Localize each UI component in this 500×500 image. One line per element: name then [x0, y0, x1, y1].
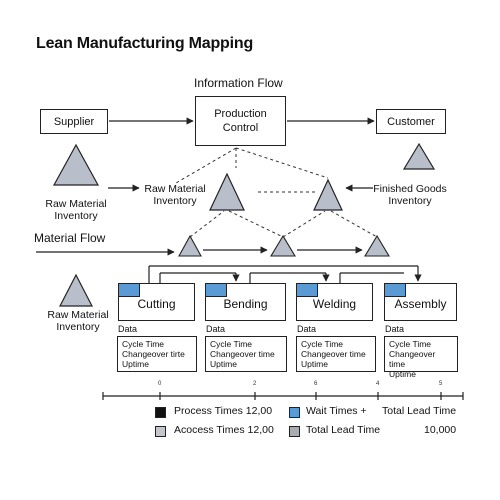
process-header-bar: [119, 284, 140, 297]
data-line: Cycle Time: [122, 339, 165, 349]
data-box-assembly: Cycle Time Changeover time Uptime: [384, 336, 458, 379]
data-box-bending: Cycle Time Changeover time Uptime: [205, 336, 287, 372]
production-control-box: Production Control: [195, 96, 286, 146]
data-line: Changeover time: [389, 349, 436, 369]
data-line: Uptime: [122, 359, 149, 369]
customer-label: Customer: [387, 115, 435, 128]
data-label: Data: [118, 324, 138, 334]
data-label: Data: [206, 324, 226, 334]
finished-goods-label: Finished Goods Inventory: [373, 183, 447, 208]
process-name: Assembly: [394, 297, 447, 311]
supplier-inventory-triangle: [52, 143, 100, 186]
process-name: Cutting: [137, 297, 176, 311]
raw-inventory-center-label: Raw Material Inventory: [144, 183, 206, 208]
supplier-box: Supplier: [40, 109, 108, 134]
process-box-cutting: Cutting: [118, 283, 195, 321]
timeline-tick-label: 4: [376, 381, 380, 387]
total-lead-time-swatch: [289, 426, 300, 437]
data-label: Data: [385, 324, 405, 334]
process-box-bending: Bending: [205, 283, 286, 321]
wip-dashed-line: [330, 210, 378, 238]
customer-box: Customer: [376, 109, 446, 134]
timeline-tick-label: 5: [439, 381, 443, 387]
data-line: Cycle Time: [301, 339, 344, 349]
customer-inventory-triangle: [402, 142, 436, 170]
timeline-tick-label: 2: [253, 381, 257, 387]
acocess-times-label: Acocess Times 12,00: [174, 424, 274, 436]
process-box-assembly: Assembly: [384, 283, 457, 321]
wip-dashed-line: [228, 210, 284, 238]
wip-dashed-line: [282, 210, 326, 238]
wip-dashed-line: [189, 210, 225, 238]
data-line: Cycle Time: [389, 339, 432, 349]
process-header-bar: [206, 284, 227, 297]
process-name: Bending: [223, 297, 268, 311]
supplier-label: Supplier: [53, 115, 95, 128]
wip-triangle-3: [364, 234, 390, 257]
total-lead-time-value: 10,000: [424, 424, 457, 436]
data-line: Uptime: [389, 369, 416, 379]
raw-inventory-bottom-label: Raw Material Inventory: [47, 309, 109, 334]
process-header-bar: [297, 284, 318, 297]
timeline-tick-label: 0: [158, 381, 162, 387]
data-box-welding: Cycle Time Changeover time Uptime: [296, 336, 376, 372]
wait-times-swatch: [289, 407, 300, 418]
data-line: Changeover time: [301, 349, 366, 359]
total-lead-time-label: Total Lead Time: [306, 424, 381, 436]
data-box-cutting: Cycle Time Changeover tirte Uptime: [117, 336, 197, 372]
timeline-tick-label: 6: [314, 381, 318, 387]
data-line: Uptime: [301, 359, 328, 369]
page-title: Lean Manufacturing Mapping: [36, 35, 254, 52]
process-box-welding: Welding: [296, 283, 373, 321]
process-header-bar: [385, 284, 406, 297]
process-times-label: Process Times 12,00: [174, 405, 273, 417]
finished-goods-triangle: [313, 178, 343, 211]
process-times-swatch: [155, 407, 166, 418]
data-line: Changeover tirte: [122, 349, 185, 359]
production-control-label: Production Control: [214, 108, 267, 134]
raw-inventory-left-label: Raw Material Inventory: [45, 198, 107, 223]
data-line: Uptime: [210, 359, 237, 369]
wait-times-label: Wait Times +: [306, 405, 367, 417]
info-dashed-line: [235, 147, 329, 179]
data-line: Changeover time: [210, 349, 275, 359]
process-name: Welding: [312, 297, 357, 311]
wip-triangle-1: [178, 234, 202, 257]
total-lead-time-header: Total Lead Time: [382, 405, 457, 417]
data-line: Cycle Time: [210, 339, 253, 349]
wip-triangle-2: [270, 234, 296, 257]
data-label: Data: [297, 324, 317, 334]
material-flow-label: Material Flow: [34, 231, 106, 245]
information-flow-label: Information Flow: [194, 76, 283, 90]
bottom-inventory-triangle: [59, 273, 93, 307]
acocess-times-swatch: [155, 426, 166, 437]
raw-inventory-center-triangle: [209, 172, 245, 211]
